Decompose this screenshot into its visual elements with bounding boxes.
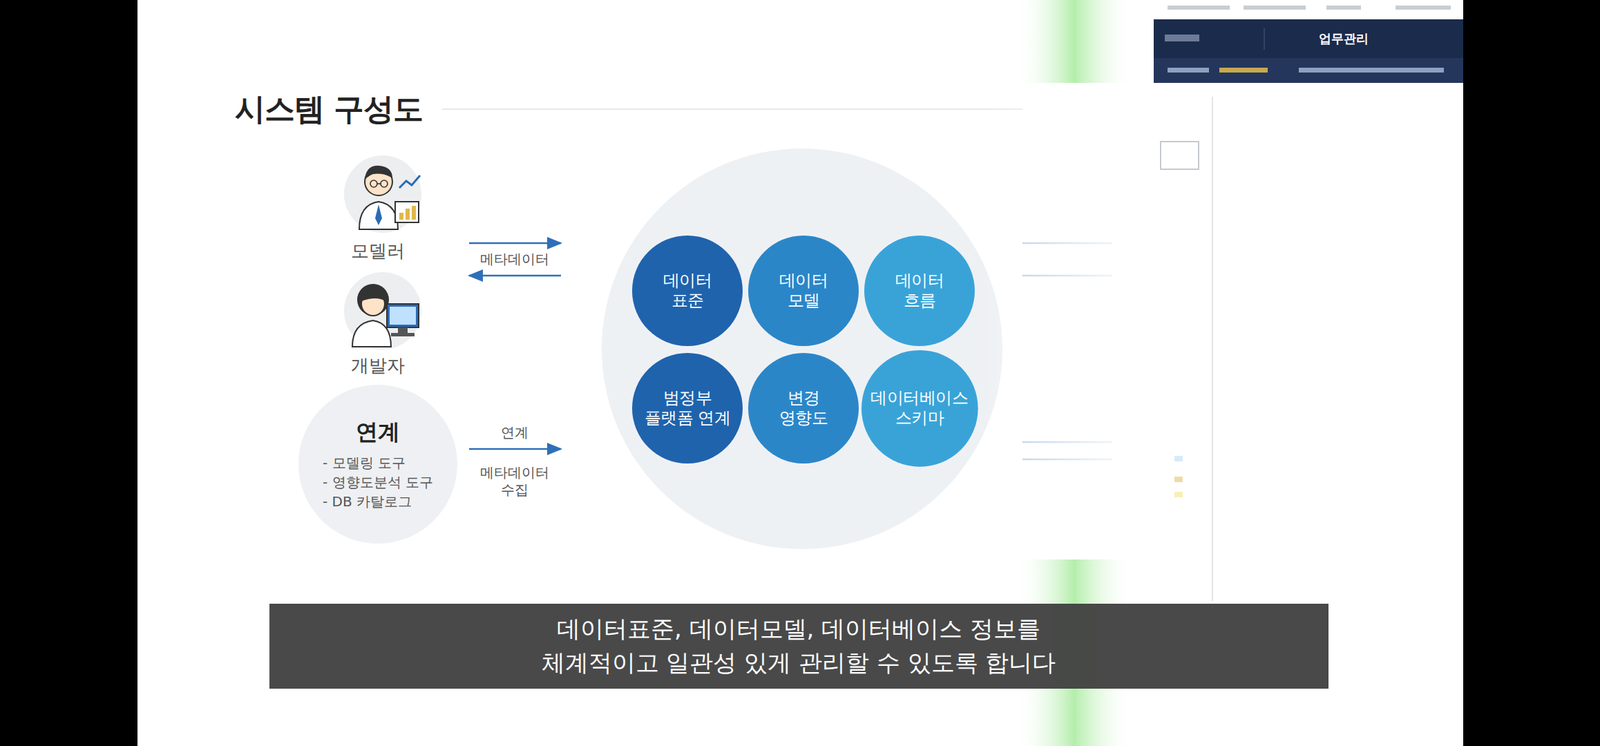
arrow-label: 메타데이터 수집 <box>476 464 553 499</box>
transition-glow <box>1015 0 1133 83</box>
video-caption: 데이터표준, 데이터모델, 데이터베이스 정보를 체계적이고 일관성 있게 관리… <box>522 612 1075 681</box>
text-holder: 연계 - 모델링 도구- 영향도분석 도구- DB 카탈로그 <box>322 417 434 512</box>
list-item: - 영향도분석 도구 <box>322 472 434 492</box>
developer-icon <box>344 272 422 350</box>
list-item: - DB 카탈로그 <box>322 491 434 512</box>
circle-fill <box>748 235 859 347</box>
circle-fill <box>632 235 743 347</box>
circle-fill <box>864 235 975 347</box>
role-label: 모델러 <box>350 239 405 263</box>
caption-box <box>269 603 1329 689</box>
circle-label: 데이터 표준 <box>652 270 722 311</box>
text-holder: 변경 영향도 <box>768 388 838 429</box>
arrow-label: 메타데이터 <box>480 250 550 269</box>
arrow-label: 연계 <box>500 424 529 442</box>
flow-arrow <box>469 274 561 278</box>
circle-label: 데이터베이스 스키마 <box>867 388 972 429</box>
feature-circle: 변경 영향도 <box>748 353 859 464</box>
platform-circle <box>601 148 1003 550</box>
text-holder: 데이터 모델 <box>768 270 838 311</box>
feature-circle: 데이터 모델 <box>748 235 859 347</box>
diagram-title: 시스템 구성도 <box>234 89 423 130</box>
text-holder: 데이터 표준 <box>652 270 722 311</box>
circle-label: 범정부 플랫폼 연계 <box>641 388 734 429</box>
role-label: 개발자 <box>350 354 405 378</box>
circle-fill <box>748 353 859 464</box>
menu-label: 업무관리 <box>1318 31 1369 47</box>
circle-label: 데이터 흐름 <box>884 270 955 311</box>
feature-circle: 데이터베이스 스키마 <box>861 350 979 468</box>
circle-fill <box>632 353 743 464</box>
group-heading: 연계 <box>322 417 434 448</box>
modeler-icon <box>344 155 422 233</box>
list-item: - 모델링 도구 <box>322 453 434 473</box>
circle-label: 데이터 모델 <box>768 270 838 311</box>
flow-arrow <box>469 242 561 245</box>
feature-circle: 데이터 흐름 <box>864 235 975 347</box>
feature-circle: 데이터 표준 <box>632 235 743 347</box>
text-holder: 범정부 플랫폼 연계 <box>641 388 734 429</box>
circle-fill <box>298 384 458 544</box>
slide-ground <box>137 0 1464 746</box>
link-circle: 연계 - 모델링 도구- 영향도분석 도구- DB 카탈로그 <box>298 384 458 544</box>
circle-label: 변경 영향도 <box>768 388 838 429</box>
title-rule <box>442 108 1023 110</box>
circle-fill <box>861 350 979 468</box>
text-holder: 데이터 흐름 <box>884 270 955 311</box>
flow-arrow <box>469 448 561 451</box>
feature-circle: 범정부 플랫폼 연계 <box>632 353 743 464</box>
text-holder: 데이터베이스 스키마 <box>867 388 972 429</box>
